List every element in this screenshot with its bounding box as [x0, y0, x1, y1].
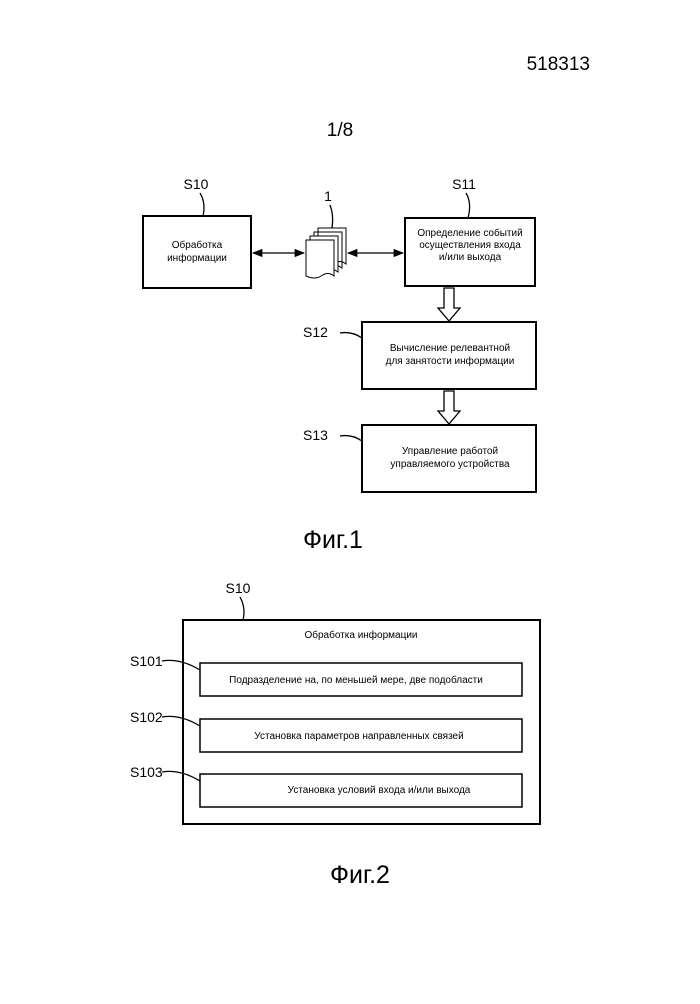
s10-line-2: информации: [167, 252, 227, 264]
s13-label: S13: [303, 427, 328, 443]
s101-text: Подразделение на, по меньшей мере, две п…: [229, 674, 483, 686]
s103-text: Установка условий входа и/или выхода: [288, 785, 471, 796]
s11-leader-line: [466, 193, 470, 218]
fig1-s10-block: Обработка информации: [143, 216, 251, 288]
document-stack-icon: [306, 228, 346, 278]
s10-line-1: Обработка: [172, 239, 223, 251]
fig2-outer-title: Обработка информации: [304, 629, 417, 641]
fig2-outer-leader-line: [240, 597, 244, 620]
patent-number: 518313: [527, 54, 590, 75]
s12-line-1: Вычисление релевантной: [390, 343, 510, 354]
s13-line-1: Управление работой: [402, 445, 498, 457]
s12-line-2: для занятости информации: [386, 355, 515, 367]
s102-text: Установка параметров направленных связей: [254, 731, 463, 742]
fig1-caption: Фиг.1: [303, 526, 363, 554]
flow-arrow-s12-s13: [438, 391, 460, 424]
fig2-outer-label: S10: [226, 580, 251, 596]
s13-leader-line: [340, 436, 362, 441]
flow-arrow-s11-s12: [438, 288, 460, 321]
s12-label: S12: [303, 324, 328, 340]
fig1-s12-block: Вычисление релевантной для занятости инф…: [362, 322, 536, 389]
s13-line-2: управляемого устройства: [390, 459, 510, 470]
fig1-s11-block: Определение событий осуществления входа …: [405, 218, 535, 286]
fig2-caption: Фиг.2: [330, 861, 390, 889]
s10-label: S10: [184, 176, 209, 192]
s103-label: S103: [130, 764, 163, 780]
document-label: 1: [324, 188, 332, 204]
s102-label: S102: [130, 709, 163, 725]
s11-line-1: Определение событий: [417, 227, 522, 239]
s12-leader-line: [340, 333, 362, 338]
fig1-s13-block: Управление работой управляемого устройст…: [362, 425, 536, 492]
s10-leader-line: [200, 193, 204, 216]
sheet-number: 1/8: [327, 120, 353, 141]
s11-label: S11: [452, 176, 476, 192]
s11-line-2: осуществления входа: [419, 240, 521, 251]
s101-label: S101: [130, 653, 163, 669]
s11-line-3: и/или выхода: [439, 252, 502, 263]
document-leader-line: [330, 205, 333, 228]
